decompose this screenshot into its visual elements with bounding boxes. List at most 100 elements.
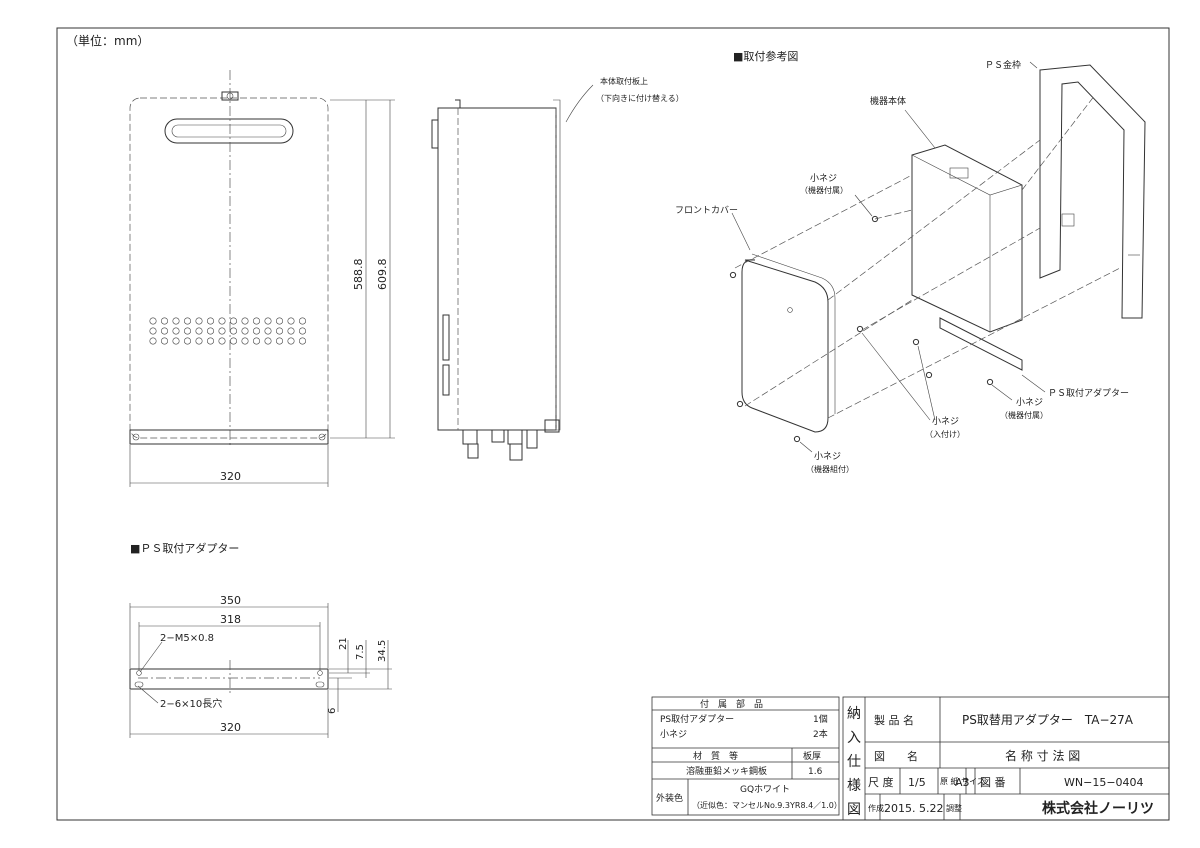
vent-hole [264, 317, 272, 325]
front-view [129, 70, 395, 487]
parts-header: 付 属 部 品 [700, 698, 763, 710]
label-screw-bottom-sub: （機器組付） [806, 464, 854, 474]
created-date: 2015. 5.22 [884, 802, 943, 815]
vent-hole [230, 327, 238, 335]
thickness-header: 板厚 [803, 750, 821, 762]
vent-hole [230, 317, 238, 325]
sheet-border [56, 27, 1170, 821]
drawing-no-label: 図 番 [980, 776, 1006, 789]
vent-hole [253, 327, 261, 335]
side-fittings [462, 419, 560, 461]
vent-hole [172, 327, 180, 335]
vent-hole [264, 337, 272, 345]
checked-label: 調整 [946, 803, 962, 813]
vent-hole [275, 317, 283, 325]
created-label: 作成 [868, 803, 884, 813]
vent-hole [195, 317, 203, 325]
adapter-dim-318: 318 [220, 613, 241, 626]
adapter-dim-7-5: 7.5 [355, 644, 366, 660]
side-view [431, 84, 594, 461]
vent-hole [195, 337, 203, 345]
parts-row-1-qty: 1個 [813, 713, 828, 725]
side-char-5: 図 [847, 802, 861, 818]
drawing-name: 名 称 寸 法 図 [1005, 748, 1080, 763]
adapter-dim-34-5: 34.5 [377, 640, 388, 662]
vent-hole [287, 317, 295, 325]
vent-hole [184, 317, 192, 325]
vent-hole [275, 337, 283, 345]
adapter-title: ■ＰＳ取付アダプター [130, 541, 239, 555]
vent-hole [275, 327, 283, 335]
vent-hole [298, 337, 306, 345]
vent-hole [184, 337, 192, 345]
parts-table [651, 696, 840, 816]
material-header: 材 質 等 [693, 750, 738, 762]
vent-hole [161, 327, 169, 335]
adapter-drawing [129, 603, 392, 738]
paper-label: 原 紙 サイズ [940, 776, 985, 786]
parts-row-1-name: PS取付アダプター [660, 713, 734, 725]
vent-hole [218, 337, 226, 345]
adapter-dim-21: 21 [338, 637, 349, 650]
vent-hole [241, 327, 249, 335]
vent-hole [207, 337, 215, 345]
vent-hole [184, 327, 192, 335]
vent-hole [287, 327, 295, 335]
exterior-color: GQホワイト [740, 784, 790, 795]
title-block [842, 696, 1170, 821]
vent-hole [218, 327, 226, 335]
drawing-name-label: 図 名 [874, 749, 918, 763]
adapter-note-thread: 2−M5×0.8 [160, 633, 214, 644]
vent-hole [161, 337, 169, 345]
drawing-no: WN−15−0404 [1064, 776, 1144, 789]
label-screw-right: 小ネジ [1016, 397, 1043, 408]
install-ref-drawing [729, 61, 1146, 453]
vent-hole [218, 317, 226, 325]
vent-hole [230, 337, 238, 345]
thickness-value: 1.6 [808, 767, 823, 777]
vent-hole [172, 337, 180, 345]
company-name: 株式会社ノーリツ [1042, 800, 1154, 817]
label-screw-top-sub: （機器付属） [800, 185, 848, 195]
vent-hole [207, 327, 215, 335]
adapter-note-slot: 2−6×10長穴 [160, 697, 222, 710]
label-front-cover: フロントカバー [675, 205, 738, 216]
exterior-note: （近似色：マンセルNo.9.3YR8.4／1.0） [692, 800, 842, 810]
label-screw-bottom: 小ネジ [814, 451, 841, 462]
product-name-label: 製 品 名 [874, 713, 914, 727]
vent-hole [253, 317, 261, 325]
label-ps-adapter: ＰＳ取付アダプター [1048, 387, 1129, 399]
side-char-3: 仕 [847, 754, 861, 770]
side-char-2: 入 [847, 730, 861, 746]
paper-value: A3 [955, 776, 970, 789]
side-note-2: （下向きに付け替える） [596, 93, 684, 103]
side-note-1: 本体取付板上 [600, 76, 648, 86]
product-name: PS取替用アダプター TA−27A [962, 712, 1134, 727]
scale-label: 尺 度 [868, 775, 894, 789]
front-dim-width: 320 [220, 470, 241, 483]
install-ref-title: ■取付参考図 [733, 49, 798, 63]
vent-hole [241, 317, 249, 325]
adapter-dim-6: 6 [327, 708, 338, 714]
label-body: 機器本体 [870, 95, 906, 107]
vent-hole [149, 317, 157, 325]
parts-row-2-qty: 2本 [813, 728, 828, 740]
parts-row-2-name: 小ネジ [660, 729, 687, 740]
vent-hole [298, 317, 306, 325]
adapter-dim-350: 350 [220, 594, 241, 607]
side-char-1: 納 [847, 706, 861, 722]
vent-hole [298, 327, 306, 335]
vent-hole [195, 327, 203, 335]
adapter-dim-320: 320 [220, 721, 241, 734]
label-screw-mid: 小ネジ [932, 416, 959, 427]
side-char-4: 様 [847, 778, 861, 794]
material-value: 溶融亜鉛メッキ鋼板 [686, 765, 767, 777]
scale-value: 1/5 [908, 776, 926, 789]
vent-hole [207, 317, 215, 325]
vent-hole [172, 317, 180, 325]
vent-hole [149, 337, 157, 345]
vent-hole [253, 337, 261, 345]
label-ps-frame: ＰＳ金枠 [985, 59, 1021, 71]
label-screw-right-sub: （機器付属） [1000, 410, 1048, 420]
